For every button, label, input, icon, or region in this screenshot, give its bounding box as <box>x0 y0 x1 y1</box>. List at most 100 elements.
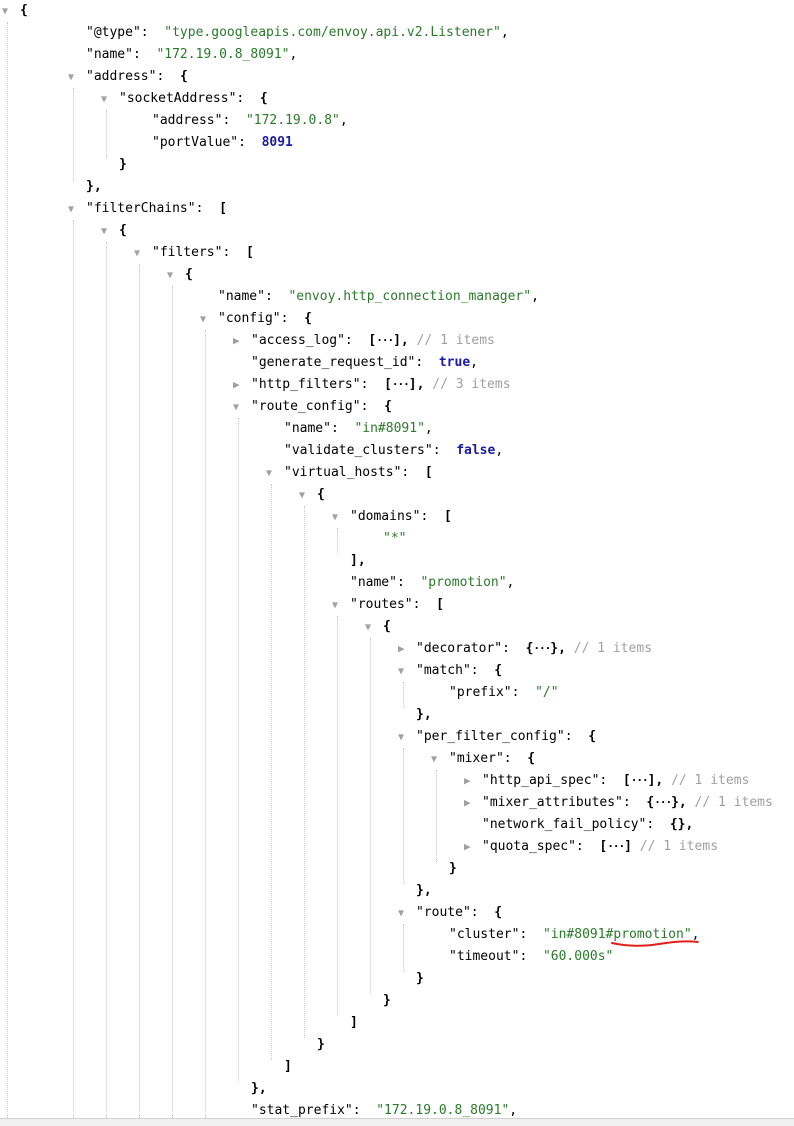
item-count-comment: // 1 items <box>686 795 773 810</box>
json-line: ▶"access_log": [···], // 1 items <box>233 330 495 352</box>
punctuation: , <box>470 355 478 370</box>
punctuation: , <box>531 289 539 304</box>
collapse-toggle-icon[interactable]: ▼ <box>398 666 405 677</box>
expand-toggle-icon[interactable]: ▶ <box>233 334 240 347</box>
json-key: "portValue" <box>152 135 239 150</box>
json-string-value: "/" <box>535 685 559 700</box>
json-line: ▼"mixer": { <box>431 748 535 770</box>
indent-guide <box>337 528 338 554</box>
json-key: "@type" <box>86 25 141 40</box>
json-key: "route_config" <box>251 399 361 414</box>
expand-toggle-icon[interactable]: ▶ <box>233 378 240 391</box>
indent-guide <box>106 110 107 158</box>
json-line: ], <box>332 550 366 572</box>
item-count-comment: // 1 items <box>565 641 653 656</box>
json-line: ▼ "route": { <box>398 902 502 924</box>
punctuation: : <box>519 927 543 942</box>
collapse-toggle-icon[interactable]: ▼ <box>101 226 108 237</box>
json-line: ▼{ <box>101 220 127 242</box>
collapse-toggle-icon[interactable]: ▼ <box>266 468 273 479</box>
json-line: ▼"virtual_hosts": [ <box>266 462 433 484</box>
bracket: { <box>527 751 536 766</box>
punctuation: : <box>222 245 246 260</box>
collapse-toggle-icon[interactable]: ▼ <box>167 270 174 281</box>
json-key: "quota_spec" <box>482 839 576 854</box>
json-line: ▼"match": { <box>398 660 502 682</box>
json-line: "name": "envoy.http_connection_manager", <box>200 286 539 308</box>
json-key: "timeout" <box>449 949 520 964</box>
indent-guide <box>172 286 173 1118</box>
json-key: "http_filters" <box>251 377 361 392</box>
json-key: "virtual_hosts" <box>284 465 402 480</box>
json-line: "name": "in#8091", <box>266 418 433 440</box>
punctuation: : <box>236 91 260 106</box>
bracket: }, <box>671 795 687 810</box>
bracket: { <box>525 641 534 656</box>
json-key: "filterChains" <box>86 201 196 216</box>
collapse-toggle-icon[interactable]: ▼ <box>398 908 405 919</box>
punctuation: , <box>506 575 515 590</box>
punctuation: : <box>564 729 589 744</box>
json-key: "route" <box>416 905 471 920</box>
bracket: [ <box>599 839 608 854</box>
collapse-toggle-icon[interactable]: ▼ <box>101 94 108 105</box>
bracket: ], <box>393 333 409 348</box>
bracket: { <box>494 905 503 920</box>
punctuation: : <box>575 839 600 854</box>
json-line: }, <box>398 704 432 726</box>
json-line: } <box>365 990 391 1012</box>
bracket: } <box>383 993 391 1008</box>
json-line: "portValue": 8091 <box>134 132 293 154</box>
collapse-toggle-icon[interactable]: ▼ <box>200 314 207 325</box>
json-key: "generate_request_id" <box>251 355 416 370</box>
expand-toggle-icon[interactable]: ▶ <box>464 796 471 809</box>
collapse-toggle-icon[interactable]: ▼ <box>365 622 372 633</box>
json-key: "mixer" <box>449 751 504 766</box>
collapse-toggle-icon[interactable]: ▼ <box>332 512 339 523</box>
item-count-comment: // 3 items <box>424 377 511 392</box>
json-line: } <box>299 1034 325 1056</box>
bracket: } <box>449 861 457 876</box>
collapse-toggle-icon[interactable]: ▼ <box>68 72 75 83</box>
collapse-toggle-icon[interactable]: ▼ <box>332 600 339 611</box>
collapse-toggle-icon[interactable]: ▼ <box>134 248 141 259</box>
punctuation: : <box>646 817 670 832</box>
expand-toggle-icon[interactable]: ▶ <box>398 642 405 655</box>
punctuation: : <box>470 905 495 920</box>
json-line: ▼{ <box>365 616 391 638</box>
bracket: } <box>416 971 424 986</box>
json-string-value: "promotion" <box>420 575 507 590</box>
punctuation: : <box>432 443 457 458</box>
json-key: "http_api_spec" <box>482 773 600 788</box>
json-key: "prefix" <box>449 685 512 700</box>
json-key: "stat_prefix" <box>251 1103 353 1118</box>
punctuation: , <box>339 113 348 128</box>
bracket: { <box>317 487 325 502</box>
punctuation: : <box>396 575 421 590</box>
collapse-toggle-icon[interactable]: ▼ <box>398 732 405 743</box>
indent-guide <box>139 264 140 1118</box>
json-key: "mixer_attributes" <box>482 795 623 810</box>
collapse-toggle-icon[interactable]: ▼ <box>233 402 240 413</box>
indent-guide <box>403 748 404 884</box>
horizontal-scrollbar[interactable] <box>0 1118 794 1126</box>
json-key: "domains" <box>350 509 421 524</box>
expand-toggle-icon[interactable]: ▶ <box>464 774 471 787</box>
json-line: ▼"route_config": { <box>233 396 392 418</box>
bracket: { <box>646 795 655 810</box>
bracket: }, <box>416 707 432 722</box>
bracket: { <box>119 223 127 238</box>
expand-toggle-icon[interactable]: ▶ <box>464 840 471 853</box>
json-line: ▼{ <box>2 0 28 22</box>
bracket: }, <box>86 179 102 194</box>
punctuation: : <box>420 509 444 524</box>
punctuation: : <box>470 663 495 678</box>
bracket: [ <box>368 333 377 348</box>
bracket: { <box>384 399 392 414</box>
bracket: ] <box>284 1059 292 1074</box>
json-key: "name" <box>218 289 265 304</box>
collapse-toggle-icon[interactable]: ▼ <box>68 204 75 215</box>
collapse-toggle-icon[interactable]: ▼ <box>299 490 306 501</box>
collapse-toggle-icon[interactable]: ▼ <box>431 754 438 765</box>
collapse-toggle-icon[interactable]: ▼ <box>2 6 9 17</box>
